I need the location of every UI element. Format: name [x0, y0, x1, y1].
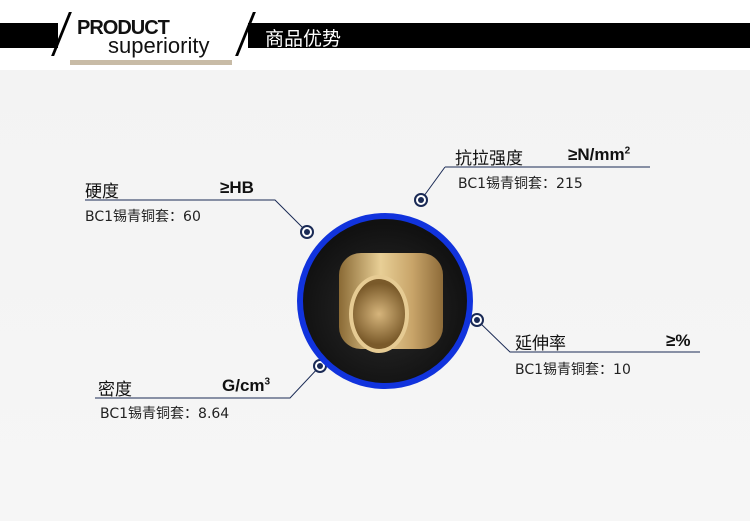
unit-text: ≥% — [666, 331, 691, 350]
bushing-bore — [349, 275, 409, 353]
spec-name-tensile: 抗拉强度 — [455, 149, 523, 169]
spec-unit-hardness: ≥HB — [220, 178, 254, 198]
header-subtitle-en: superiority — [108, 33, 210, 58]
header-band-left — [0, 23, 58, 48]
spec-detail-tensile: BC1锡青铜套：215 — [458, 176, 583, 192]
unit-sup: 2 — [624, 145, 631, 157]
unit-text: ≥HB — [220, 178, 254, 197]
product-image-bronze-bushing — [297, 213, 473, 389]
spec-unit-density: G/cm3 — [222, 376, 270, 396]
bushing-shape — [339, 253, 443, 353]
unit-text: ≥N/mm — [568, 145, 625, 164]
spec-name-density: 密度 — [98, 380, 132, 400]
unit-text: G/cm — [222, 376, 265, 395]
spec-detail-elongation: BC1锡青铜套：10 — [515, 362, 631, 378]
header-underline — [70, 60, 232, 65]
header-band-right — [248, 23, 750, 48]
spec-unit-elongation: ≥% — [666, 331, 690, 351]
header-title-en: PRODUCT — [77, 17, 170, 39]
header-title-cn: 商品优势 — [265, 28, 342, 50]
spec-detail-hardness: BC1锡青铜套：60 — [85, 209, 201, 225]
spec-detail-density: BC1锡青铜套：8.64 — [100, 406, 230, 422]
spec-name-elongation: 延伸率 — [515, 334, 566, 354]
unit-sup: 3 — [264, 376, 271, 388]
spec-unit-tensile: ≥N/mm2 — [568, 145, 630, 165]
spec-name-hardness: 硬度 — [85, 182, 119, 202]
